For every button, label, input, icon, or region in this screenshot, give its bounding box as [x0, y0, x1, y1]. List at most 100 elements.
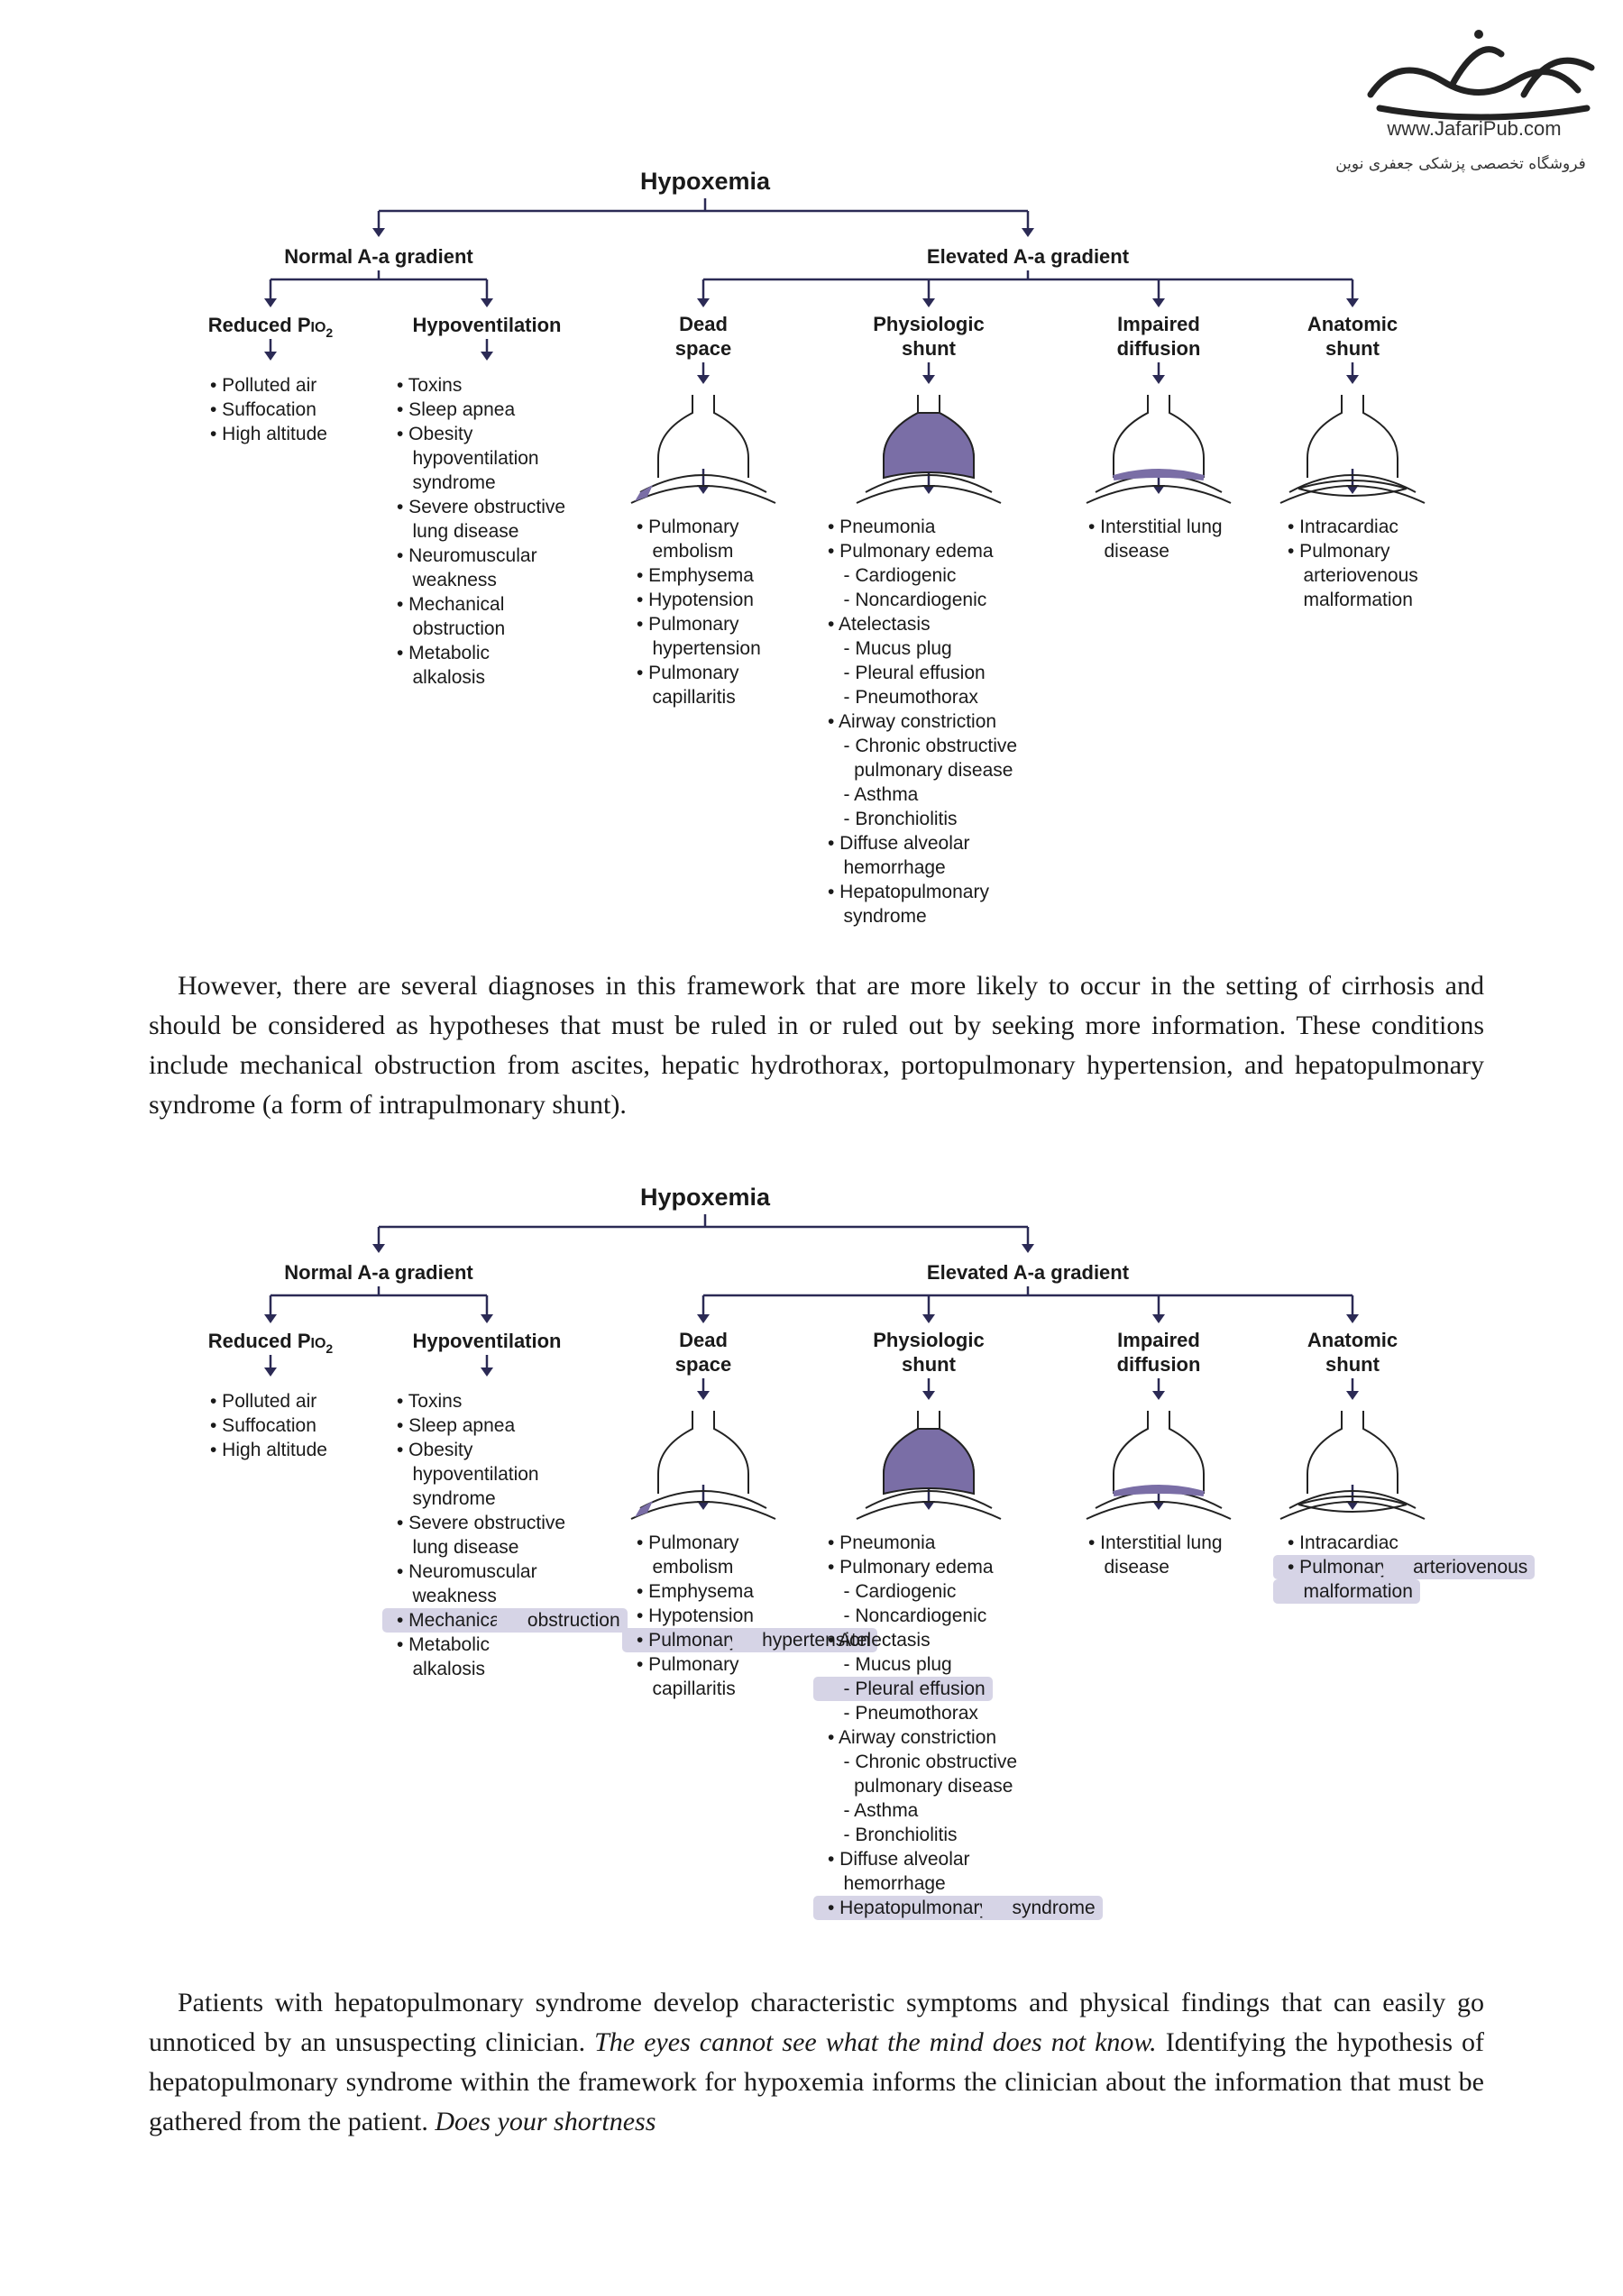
list-item: weakness — [397, 1586, 497, 1606]
arrow-head — [697, 485, 710, 494]
list-item: disease — [1088, 1557, 1169, 1578]
list-item: • Airway constriction — [828, 1727, 997, 1748]
list-item: • Suffocation — [210, 1415, 316, 1436]
list-item: syndrome — [397, 1488, 496, 1509]
hypoventilation-causes-list: • Toxins• Sleep apnea• Obesity hypoventi… — [382, 1389, 628, 1681]
list-item: • Pulmonary — [1288, 541, 1390, 562]
list-item: - Asthma — [828, 1800, 919, 1821]
arrow-head — [481, 1368, 493, 1377]
list-item: obstruction — [397, 618, 506, 639]
alveolus-anatomic-shunt-icon — [1279, 395, 1426, 504]
anatomic-shunt-causes-list: • Intracardiac• Pulmonary arteriovenous … — [1288, 515, 1418, 612]
list-item: - Bronchiolitis — [828, 809, 958, 829]
list-item: pulmonary disease — [828, 1776, 1013, 1797]
list-item: syndrome — [397, 472, 496, 493]
arrow-head — [922, 485, 935, 494]
arrow-head — [697, 1391, 710, 1400]
arrow-head — [1152, 485, 1165, 494]
list-item: malformation — [1288, 590, 1413, 610]
list-item: • Neuromuscular — [397, 1561, 537, 1582]
reduced-pio2-label: Reduced PIO2 — [207, 314, 334, 340]
arrow-head — [1346, 375, 1359, 384]
list-item: • Polluted air — [210, 375, 317, 396]
list-item: - Noncardiogenic — [828, 590, 987, 610]
list-item: arteriovenous — [1382, 1555, 1536, 1579]
list-item: • Atelectasis — [828, 1630, 931, 1651]
publisher-url: www.JafariPub.com — [1387, 117, 1562, 140]
list-item: syndrome — [981, 1896, 1103, 1920]
arrow-head — [1022, 228, 1034, 237]
arrow-head — [922, 1501, 935, 1510]
reduced-pio2-causes-list: • Polluted air• Suffocation• High altitu… — [210, 1389, 327, 1462]
arrow-head — [1152, 1314, 1165, 1323]
list-item: • Mechanical — [382, 1608, 512, 1633]
alveolus-impaired-diffusion-icon — [1086, 395, 1232, 504]
diagram-connectors — [264, 1214, 1426, 1520]
list-item: - Pneumothorax — [828, 687, 978, 708]
arrow-head — [697, 298, 710, 307]
list-item: • Pulmonary — [1273, 1555, 1398, 1579]
paragraph-2-text: Patients with hepatopulmonary syndrome d… — [149, 1988, 1484, 2057]
list-item: • Severe obstructive — [397, 497, 566, 517]
list-item: disease — [1088, 541, 1169, 562]
list-item: hemorrhage — [828, 1873, 946, 1894]
dead-space-causes-list: • Pulmonary embolism• Emphysema• Hypoten… — [622, 1531, 878, 1701]
reduced-pio2-causes-list: • Polluted air• Suffocation• High altitu… — [210, 373, 327, 446]
anatomic-shunt-causes-list: • Intracardiac• Pulmonary arteriovenous … — [1273, 1531, 1623, 1604]
list-item: • Mechanical — [397, 594, 505, 615]
list-item: capillaritis — [637, 1679, 736, 1699]
list-item: - Chronic obstructive — [828, 1752, 1018, 1772]
hypoventilation-label: Hypoventilation — [412, 1330, 562, 1352]
list-item: - Mucus plug — [828, 638, 952, 659]
arrow-head — [264, 298, 277, 307]
list-item: - Noncardiogenic — [828, 1605, 987, 1626]
arrow-head — [922, 1314, 935, 1323]
arrow-head — [922, 1391, 935, 1400]
alveolus-physiologic-shunt-icon — [856, 1411, 1002, 1520]
arrow-head — [481, 352, 493, 361]
arrow-head — [697, 1501, 710, 1510]
normal-gradient-label: Normal A-a gradient — [284, 1261, 473, 1284]
list-item: - Asthma — [828, 784, 919, 805]
list-item: • Hepatopulmonary — [813, 1896, 996, 1920]
list-item: • Sleep apnea — [397, 1415, 516, 1436]
alveolus-physiologic-shunt-icon — [856, 395, 1002, 504]
arrow-head — [922, 375, 935, 384]
arrow-head — [1152, 298, 1165, 307]
list-item: • Hepatopulmonary — [828, 882, 989, 902]
list-item: • Pulmonary edema — [828, 1557, 994, 1578]
diagram-title: Hypoxemia — [639, 168, 771, 195]
list-item: • Toxins — [397, 1391, 463, 1412]
list-item: hypoventilation — [397, 448, 539, 469]
list-item: • Atelectasis — [828, 614, 931, 635]
list-item: - Pneumothorax — [828, 1703, 978, 1724]
list-item: alkalosis — [397, 667, 486, 688]
alveolus-impaired-diffusion-icon — [1086, 1411, 1232, 1520]
list-item: • Pulmonary — [637, 1532, 739, 1553]
list-item: • Metabolic — [397, 643, 491, 663]
paragraph-2-italic-2: Does your shortness — [435, 2107, 656, 2136]
paragraph-2-text-2: Identifying the hypothesis of hepatopulm… — [149, 2027, 1484, 2136]
arrow-head — [481, 1314, 493, 1323]
list-item: • Intracardiac — [1288, 1532, 1398, 1553]
list-item: - Pleural effusion — [828, 663, 986, 683]
list-item: • Pulmonary edema — [828, 541, 994, 562]
list-item: • Pulmonary — [637, 663, 739, 683]
arrow-head — [697, 1314, 710, 1323]
list-item: • Hypotension — [637, 1605, 754, 1626]
list-item: • Pneumonia — [828, 1532, 936, 1553]
arrow-head — [481, 298, 493, 307]
alveolus-dead-space-icon — [630, 395, 776, 504]
list-item: • Polluted air — [210, 1391, 317, 1412]
list-item: weakness — [397, 570, 497, 590]
list-item: arteriovenous — [1288, 565, 1418, 586]
list-item: - Cardiogenic — [828, 1581, 957, 1602]
arrow-head — [1022, 1244, 1034, 1253]
arrow-head — [1152, 1501, 1165, 1510]
list-item: • Pulmonary — [622, 1628, 747, 1652]
